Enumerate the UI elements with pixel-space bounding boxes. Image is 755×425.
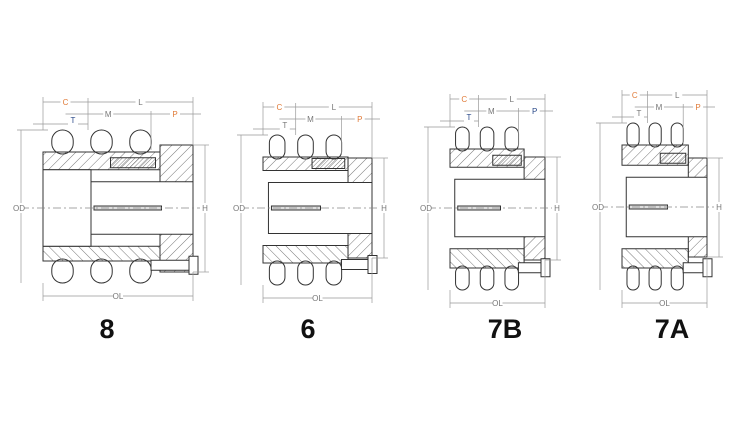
tooth	[325, 134, 343, 160]
sprocket-diagram-8: C L M P T OD H OL	[13, 97, 210, 301]
dim-label-l: L	[332, 103, 337, 112]
tooth	[51, 258, 74, 284]
tooth	[504, 265, 520, 291]
tooth	[129, 129, 152, 155]
tooth	[51, 129, 74, 155]
dim-label-c: C	[632, 91, 638, 100]
tooth	[479, 126, 495, 152]
dim-label-ol: OL	[113, 292, 124, 301]
tooth	[268, 260, 286, 286]
dim-label-od: OD	[592, 203, 604, 212]
tooth	[455, 126, 470, 152]
tooth	[455, 265, 470, 291]
dim-label-h: H	[716, 203, 722, 212]
tooth	[90, 258, 113, 284]
tooth	[325, 260, 343, 286]
dim-label-m: M	[307, 115, 314, 124]
dim-label-od: OD	[13, 204, 25, 213]
tooth	[648, 265, 662, 291]
bolt-head	[188, 255, 199, 275]
lower-body-section	[449, 248, 525, 269]
dim-label-h: H	[202, 204, 208, 213]
dim-label-t: T	[282, 121, 287, 130]
taper-bush-insert	[311, 158, 346, 169]
sprocket-diagram-7B: C L M P T OD H OL	[420, 94, 562, 308]
tooth	[670, 265, 684, 291]
dim-label-p: P	[532, 107, 537, 116]
bolt-head	[540, 258, 551, 278]
taper-bush-insert	[492, 154, 522, 166]
tooth	[648, 122, 662, 148]
bolt-head	[702, 258, 713, 278]
tooth	[626, 265, 640, 291]
tooth	[626, 122, 640, 148]
lower-body-section	[42, 245, 161, 262]
tooth	[479, 265, 495, 291]
caption-6: 6	[300, 314, 316, 344]
tooth	[297, 134, 314, 160]
counter-bore	[42, 169, 92, 247]
dim-label-m: M	[105, 110, 112, 119]
tooth	[268, 134, 286, 160]
dim-label-h: H	[381, 204, 387, 213]
dim-label-h: H	[554, 204, 560, 213]
dim-label-l: L	[510, 95, 515, 104]
dim-label-c: C	[63, 98, 69, 107]
dim-label-c: C	[276, 103, 282, 112]
sprocket-diagram-6: C L M P T OD H OL	[233, 102, 389, 303]
dim-label-t: T	[71, 116, 76, 125]
dim-label-p: P	[172, 110, 177, 119]
dim-label-od: OD	[233, 204, 245, 213]
sprocket-diagram-7A: C L M P T OD H OL	[592, 90, 724, 308]
lower-body-section	[621, 248, 689, 269]
caption-8: 8	[99, 314, 115, 344]
dim-label-c: C	[461, 95, 467, 104]
dim-label-ol: OL	[659, 299, 670, 308]
lower-body-section	[262, 245, 349, 264]
dim-label-od: OD	[420, 204, 432, 213]
dim-label-p: P	[695, 103, 700, 112]
dim-label-m: M	[488, 107, 495, 116]
taper-bush-insert	[659, 152, 687, 164]
dim-label-t: T	[467, 113, 472, 122]
tooth	[670, 122, 684, 148]
dim-label-p: P	[357, 115, 362, 124]
bolt-head	[367, 255, 378, 274]
tooth	[129, 258, 152, 284]
dim-label-m: M	[656, 103, 663, 112]
dim-label-ol: OL	[312, 294, 323, 303]
dim-label-ol: OL	[492, 299, 503, 308]
caption-7a: 7A	[654, 314, 690, 344]
dim-label-l: L	[138, 98, 143, 107]
dim-label-l: L	[675, 91, 680, 100]
tooth	[90, 129, 113, 155]
dim-label-t: T	[637, 109, 642, 118]
tooth	[297, 260, 314, 286]
tooth	[504, 126, 520, 152]
caption-7b: 7B	[487, 314, 523, 344]
taper-bush-insert	[110, 157, 156, 169]
